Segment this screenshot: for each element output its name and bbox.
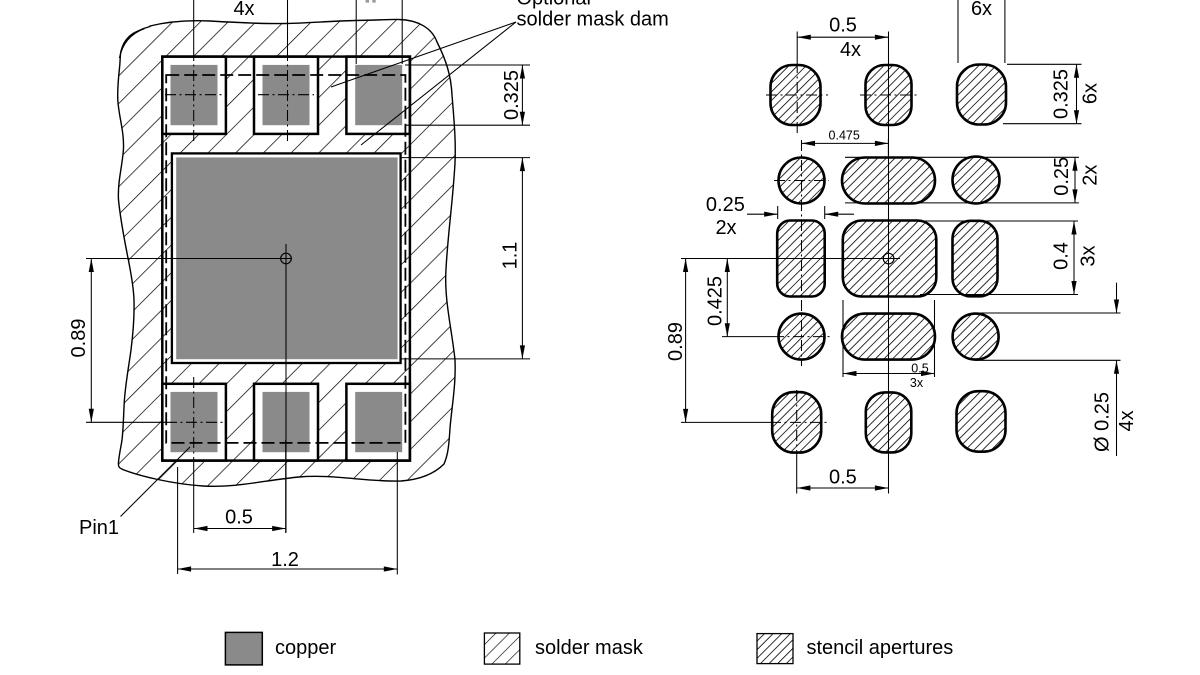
- svg-text:0.325: 0.325: [1051, 69, 1073, 119]
- svg-text:0.5: 0.5: [829, 467, 857, 489]
- svg-text:3x: 3x: [1078, 245, 1100, 266]
- svg-text:0.4: 0.4: [1051, 242, 1073, 270]
- svg-text:0.89: 0.89: [68, 319, 90, 358]
- svg-text:0.325: 0.325: [501, 70, 523, 120]
- svg-text:2x: 2x: [1080, 165, 1102, 186]
- svg-text:4x: 4x: [1116, 410, 1138, 431]
- svg-text:0.5: 0.5: [829, 15, 857, 37]
- svg-text:solder mask: solder mask: [535, 637, 644, 659]
- svg-text:4x: 4x: [233, 0, 254, 20]
- svg-text:1.2: 1.2: [271, 549, 299, 571]
- svg-text:0.89: 0.89: [665, 322, 687, 361]
- svg-text:solder mask dam: solder mask dam: [517, 8, 669, 30]
- svg-text:1.1: 1.1: [500, 242, 522, 270]
- svg-text:Optional: Optional: [517, 0, 592, 10]
- svg-text:0.475: 0.475: [829, 128, 860, 142]
- svg-text:0.25: 0.25: [706, 194, 745, 216]
- svg-text:0.25: 0.25: [1051, 157, 1073, 196]
- svg-text:3x: 3x: [910, 376, 924, 390]
- svg-text:6x: 6x: [971, 0, 992, 20]
- svg-text:2x: 2x: [715, 217, 736, 239]
- svg-text:stencil apertures: stencil apertures: [807, 637, 954, 659]
- svg-text:0.425: 0.425: [705, 276, 727, 326]
- svg-text:4x: 4x: [840, 39, 861, 61]
- svg-text:Pin1: Pin1: [79, 517, 119, 539]
- svg-text:Ø 0.25: Ø 0.25: [1092, 392, 1114, 452]
- svg-text:0.5: 0.5: [911, 361, 928, 375]
- svg-text:0.5: 0.5: [225, 507, 253, 529]
- svg-text:6x: 6x: [1080, 83, 1102, 104]
- svg-text:copper: copper: [275, 637, 336, 659]
